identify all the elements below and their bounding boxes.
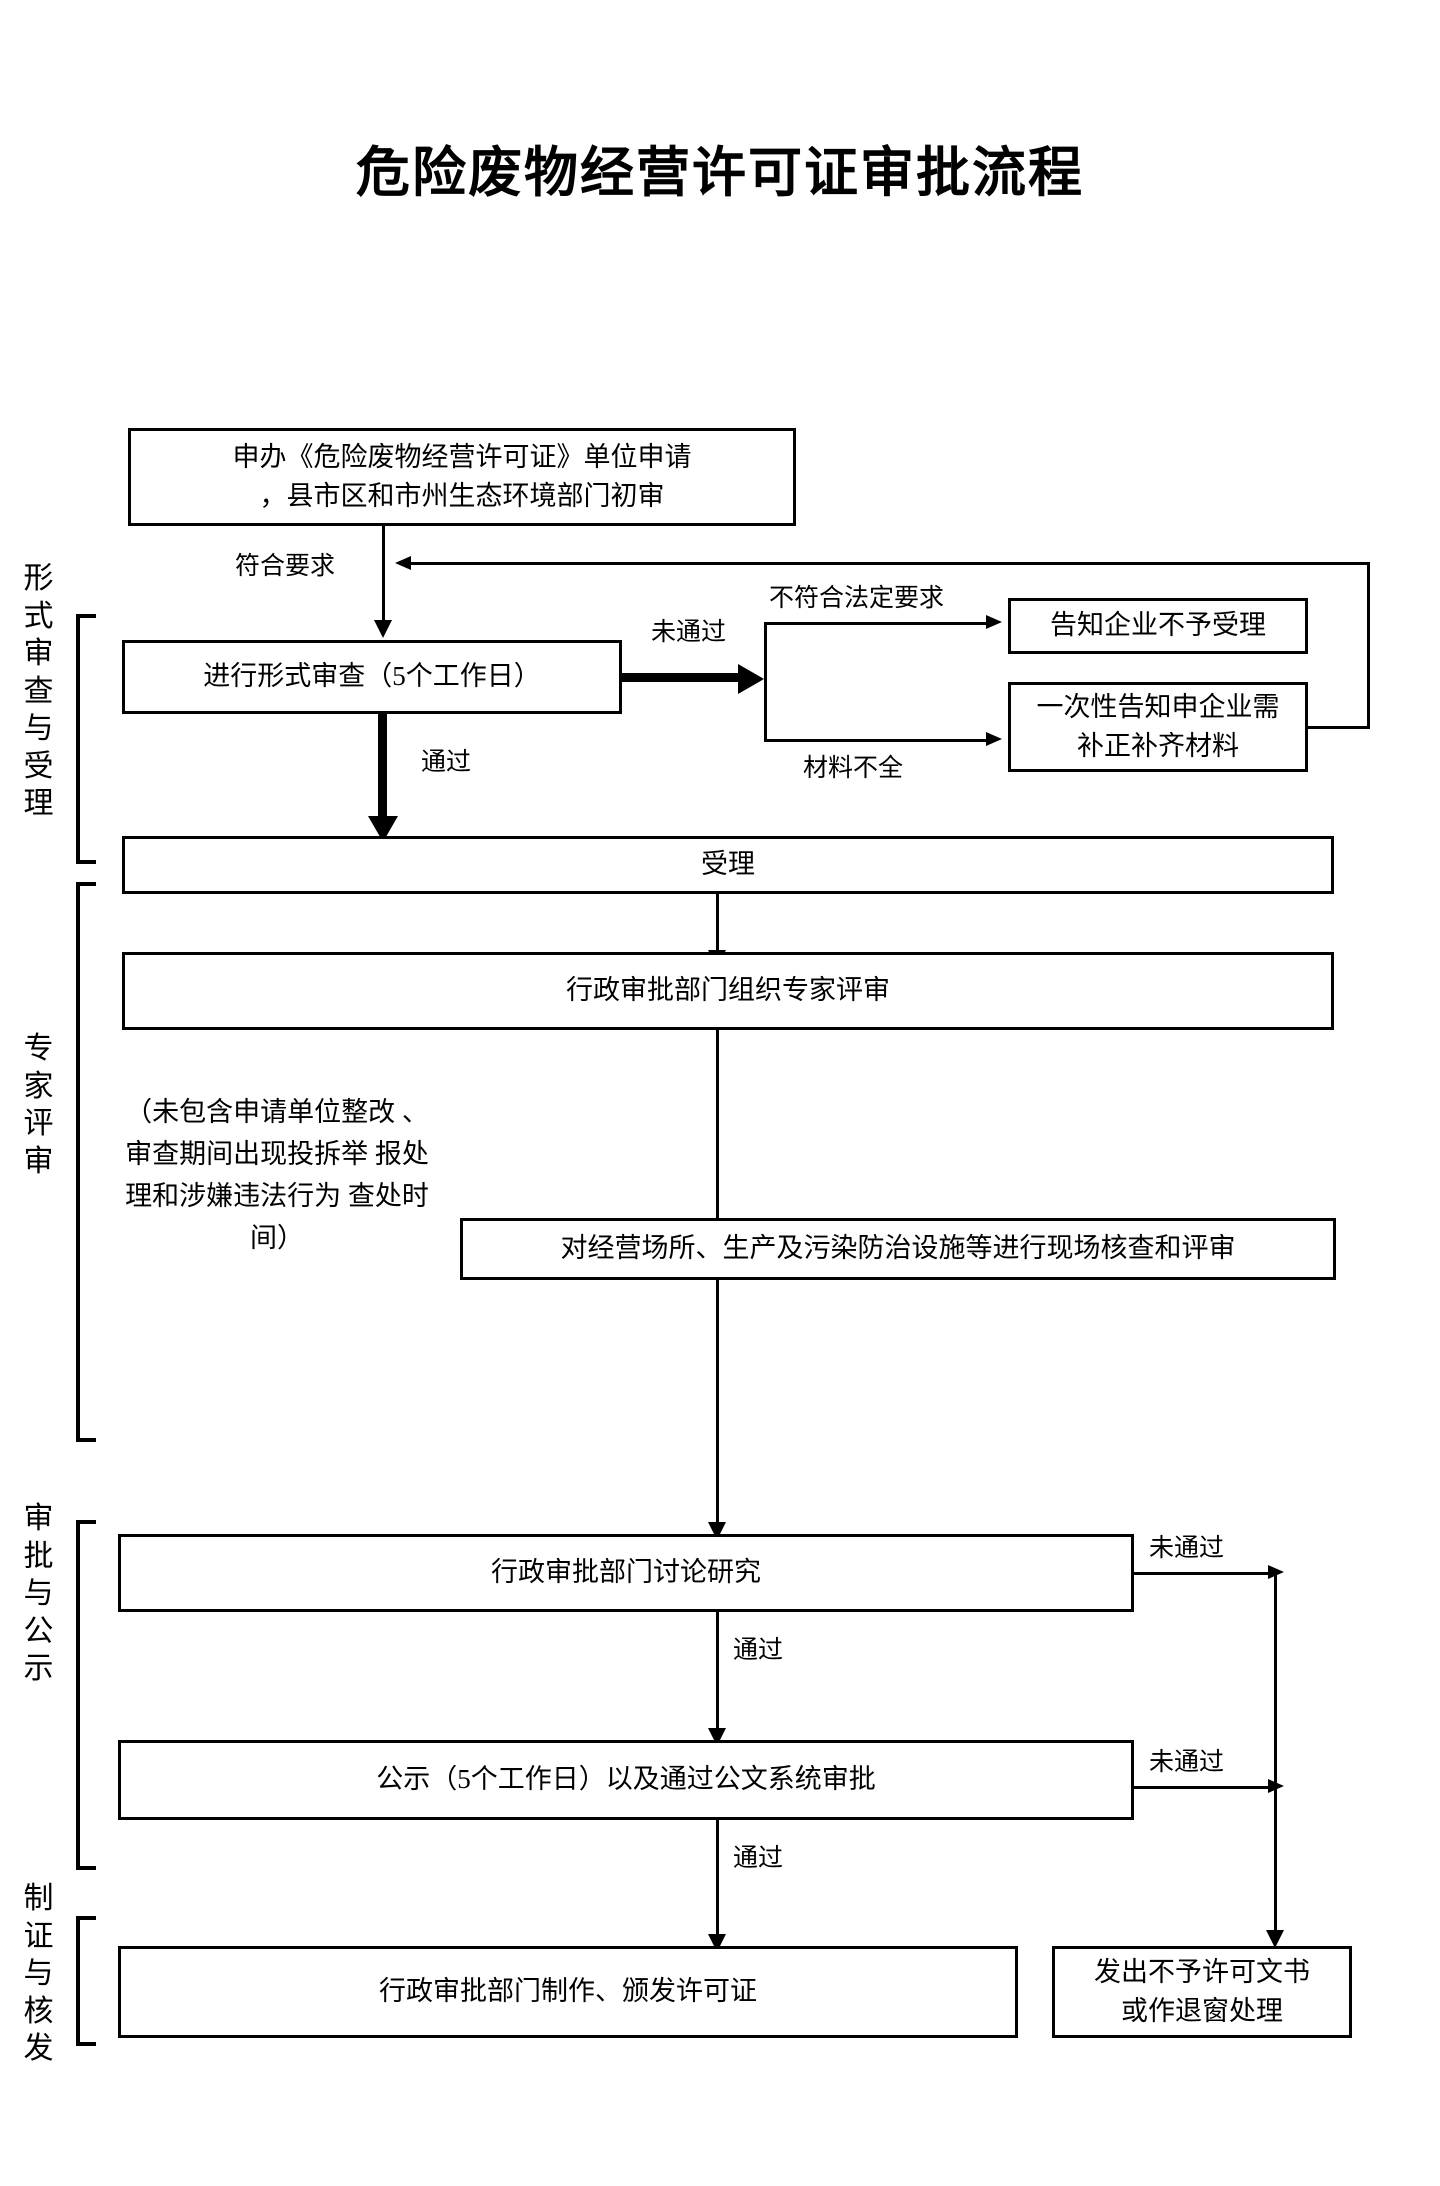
node-application: 申办《危险废物经营许可证》单位申请 ，县市区和市州生态环境部门初审 xyxy=(128,428,796,526)
note-exclusions: （未包含申请单位整改 、审查期间出现投拆举 报处理和涉嫌违法行为 查处时间） xyxy=(112,1092,442,1259)
node-accept: 受理 xyxy=(122,836,1334,894)
edge-expert-review-to-site-inspection xyxy=(716,1030,719,1238)
edge-label-not-conform-legal: 不符合法定要求 xyxy=(766,578,948,614)
edge-feedback-right xyxy=(1308,726,1370,729)
stage-bracket-approval-publicity xyxy=(76,1520,96,1870)
node-reject-doc-line1: 发出不予许可文书 xyxy=(1094,1956,1310,1987)
node-publicity: 公示（5个工作日）以及通过公文系统审批 xyxy=(118,1740,1134,1820)
edge-discussion-fail xyxy=(1134,1572,1274,1575)
arrowhead-discussion-fail xyxy=(1268,1565,1284,1579)
node-reject-doc-line2: 或作退窗处理 xyxy=(1121,1996,1283,2026)
edge-publicity-fail xyxy=(1134,1786,1274,1789)
stage-bracket-expert-review xyxy=(76,882,96,1442)
edge-label-passed-3: 通过 xyxy=(730,1838,787,1874)
edge-label-meets-requirement: 符合要求 xyxy=(232,546,339,582)
page-title: 危险废物经营许可证审批流程 xyxy=(356,143,1084,203)
note-line4: 查处时间） xyxy=(250,1180,429,1253)
node-issue-license: 行政审批部门制作、颁发许可证 xyxy=(118,1946,1018,2038)
edge-label-not-passed-2: 未通过 xyxy=(1146,1528,1228,1564)
arrowhead-publicity-fail xyxy=(1268,1779,1284,1793)
edge-label-not-passed-1: 未通过 xyxy=(648,612,730,648)
edge-publicity-pass xyxy=(716,1820,719,1940)
edge-label-passed-1: 通过 xyxy=(418,742,475,778)
node-application-line1: 申办《危险废物经营许可证》单位申请 xyxy=(232,441,692,472)
edge-feedback-left xyxy=(404,562,1370,565)
note-line3: 报处理和涉嫌违法行为 xyxy=(125,1138,429,1211)
arrowhead-incomplete-materials xyxy=(986,732,1002,746)
arrowhead-feedback-to-application-flow xyxy=(395,556,411,570)
stage-label-certificate-issuance: 制证与核发 xyxy=(23,1882,55,2065)
node-site-inspection: 对经营场所、生产及污染防治设施等进行现场核查和评审 xyxy=(460,1218,1336,1280)
edge-formal-review-fail xyxy=(622,673,742,682)
edge-fail-bus-to-reject-doc xyxy=(1274,1572,1277,1938)
stage-label-approval-publicity: 审批与公示 xyxy=(23,1502,55,1685)
node-reject-document: 发出不予许可文书 或作退窗处理 xyxy=(1052,1946,1352,2038)
node-supplement-materials: 一次性告知申企业需 补正补齐材料 xyxy=(1008,682,1308,772)
arrowhead-application-to-formal-review xyxy=(374,620,392,638)
edge-not-conform-legal xyxy=(764,622,992,625)
note-line1: （未包含申请单位整改 xyxy=(125,1097,396,1127)
stage-bracket-issuance xyxy=(76,1916,96,2046)
edge-label-incomplete-materials: 材料不全 xyxy=(800,748,907,784)
node-expert-review-organize: 行政审批部门组织专家评审 xyxy=(122,952,1334,1030)
node-application-line2: ，县市区和市州生态环境部门初审 xyxy=(259,481,665,511)
edge-fail-branch-bus xyxy=(764,622,767,742)
edge-formal-review-pass xyxy=(378,714,387,830)
edge-application-to-formal-review xyxy=(382,526,385,626)
node-not-accepted: 告知企业不予受理 xyxy=(1008,598,1308,654)
stage-bracket-formal-review xyxy=(76,614,96,864)
edge-site-inspection-to-discussion xyxy=(716,1280,719,1528)
edge-label-passed-2: 通过 xyxy=(730,1630,787,1666)
stage-label-expert-review: 专家评审 xyxy=(23,1032,55,1178)
stage-label-formal-review-acceptance: 形式审查与受理 xyxy=(23,562,55,820)
arrowhead-not-conform-legal xyxy=(986,615,1002,629)
note-line2: 、审查期间出现投拆举 xyxy=(125,1097,429,1169)
arrowhead-fail-bus-to-reject-doc xyxy=(1266,1930,1284,1948)
node-supplement-line1: 一次性告知申企业需 xyxy=(1036,691,1280,722)
edge-discussion-pass xyxy=(716,1612,719,1734)
node-discussion: 行政审批部门讨论研究 xyxy=(118,1534,1134,1612)
arrowhead-formal-review-fail xyxy=(738,664,764,694)
edge-label-not-passed-3: 未通过 xyxy=(1146,1742,1228,1778)
node-formal-review: 进行形式审查（5个工作日） xyxy=(122,640,622,714)
edge-accept-to-expert-review xyxy=(716,894,719,958)
edge-feedback-up xyxy=(1367,562,1370,729)
edge-incomplete-materials xyxy=(764,739,992,742)
node-supplement-line2: 补正补齐材料 xyxy=(1077,731,1239,761)
